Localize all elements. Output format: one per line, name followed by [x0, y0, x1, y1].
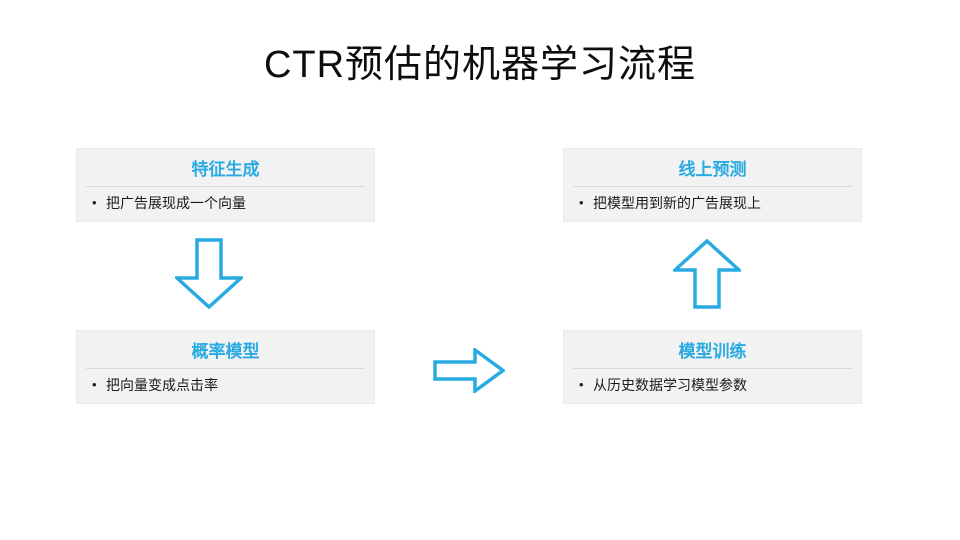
bullet-marker: •	[579, 195, 584, 210]
bullet-marker: •	[579, 377, 584, 392]
bullet-row: • 从历史数据学习模型参数	[579, 377, 851, 395]
box-divider	[86, 368, 365, 369]
bullet-row: • 把向量变成点击率	[92, 377, 364, 395]
box-title: 特征生成	[191, 160, 260, 179]
box-title: 模型训练	[678, 342, 747, 361]
arrow-down-icon	[175, 238, 243, 309]
bullet-row: • 把模型用到新的广告展现上	[579, 195, 851, 213]
box-title: 概率模型	[191, 342, 260, 361]
bullet-text: 把广告展现成一个向量	[106, 195, 246, 211]
bullet-marker: •	[92, 377, 97, 392]
bullet-text: 从历史数据学习模型参数	[593, 377, 747, 393]
bullet-row: • 把广告展现成一个向量	[92, 195, 364, 213]
box-divider	[573, 186, 852, 187]
slide-title: CTR预估的机器学习流程	[263, 44, 697, 86]
flow-box-model-training: 模型训练 • 从历史数据学习模型参数	[563, 330, 862, 404]
bullet-text: 把向量变成点击率	[106, 377, 218, 393]
bullet-text: 把模型用到新的广告展现上	[593, 195, 761, 211]
flow-box-probability-model: 概率模型 • 把向量变成点击率	[76, 330, 375, 404]
arrow-right-icon	[433, 348, 505, 393]
arrow-up-icon	[673, 239, 741, 309]
box-divider	[573, 368, 852, 369]
box-title: 线上预测	[678, 160, 747, 179]
box-divider	[86, 186, 365, 187]
flow-box-online-prediction: 线上预测 • 把模型用到新的广告展现上	[563, 148, 862, 222]
bullet-marker: •	[92, 195, 97, 210]
flow-box-feature-generation: 特征生成 • 把广告展现成一个向量	[76, 148, 375, 222]
